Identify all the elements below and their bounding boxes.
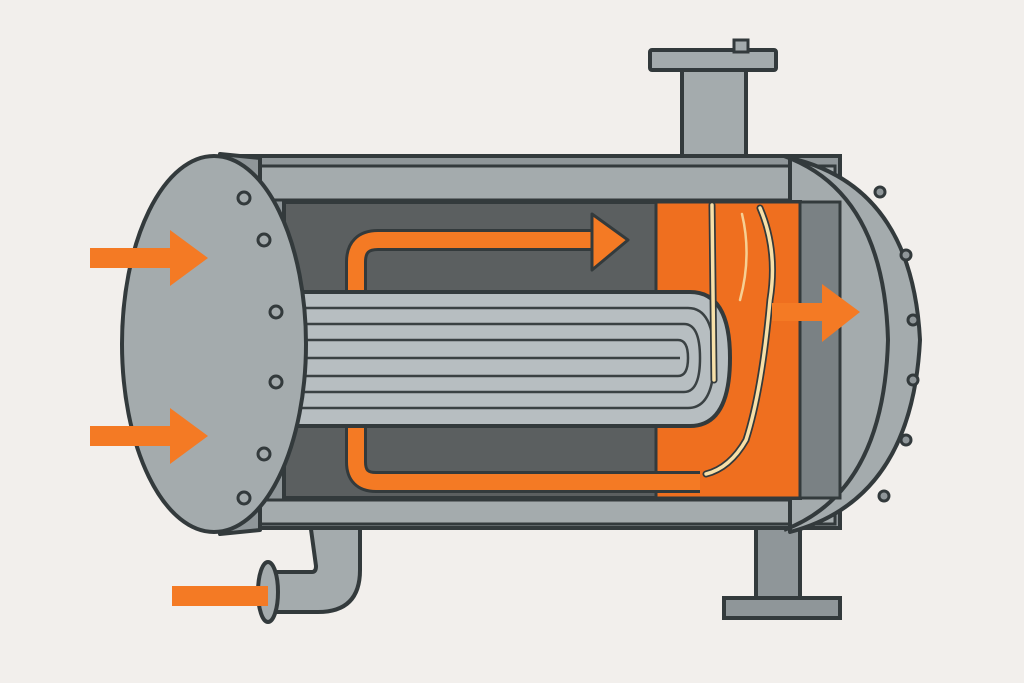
- arrow-right-icon: [590, 212, 630, 272]
- left-bolt: [236, 490, 252, 506]
- outlet-flow: [772, 284, 860, 342]
- left-bolt: [256, 232, 272, 248]
- inlet-flow-upper: [90, 230, 208, 286]
- arrow-right-icon: [170, 408, 208, 464]
- steam-streak: [710, 203, 716, 382]
- arrow-right-icon: [822, 284, 860, 342]
- inlet-arrow-shaft: [90, 248, 176, 268]
- elbow-pipe: [274, 520, 362, 614]
- left-end-cap: [120, 152, 308, 536]
- left-bolt: [268, 304, 284, 320]
- right-bolt: [877, 489, 891, 503]
- right-support-leg: [722, 520, 842, 620]
- right-bolt: [899, 248, 913, 262]
- bottom-left-elbow-nozzle: [256, 520, 362, 624]
- left-bolt: [268, 374, 284, 390]
- right-leg-post: [754, 520, 802, 606]
- outlet-chamber: [798, 200, 842, 500]
- left-bolt: [256, 446, 272, 462]
- nozzle-inlet-stream: [172, 586, 268, 606]
- steam-streaks: [702, 201, 776, 478]
- top-nozzle: [648, 38, 778, 172]
- u-tube: [296, 322, 702, 394]
- top-nozzle-flange: [648, 48, 778, 72]
- shell-top-band: [253, 164, 837, 202]
- inlet-flow-lower: [90, 408, 208, 464]
- right-leg-base: [722, 596, 842, 620]
- arrow-right-icon: [170, 230, 208, 286]
- top-nozzle-cap: [732, 38, 750, 54]
- tube-bundle: [294, 290, 732, 428]
- left-end-plate: [120, 154, 308, 534]
- left-bolt: [236, 190, 252, 206]
- outlet-arrow-shaft: [772, 303, 826, 321]
- right-bolt: [899, 433, 913, 447]
- nozzle-inlet-flow: [172, 586, 268, 606]
- right-bolt: [873, 185, 887, 199]
- steam-streak: [738, 212, 748, 302]
- shell-bottom-band: [253, 498, 837, 526]
- right-bolt: [906, 373, 920, 387]
- steam-streak: [704, 206, 775, 476]
- u-tube: [296, 338, 690, 378]
- top-nozzle-pipe: [680, 60, 748, 172]
- right-bolt: [906, 313, 920, 327]
- inlet-arrow-shaft: [90, 426, 176, 446]
